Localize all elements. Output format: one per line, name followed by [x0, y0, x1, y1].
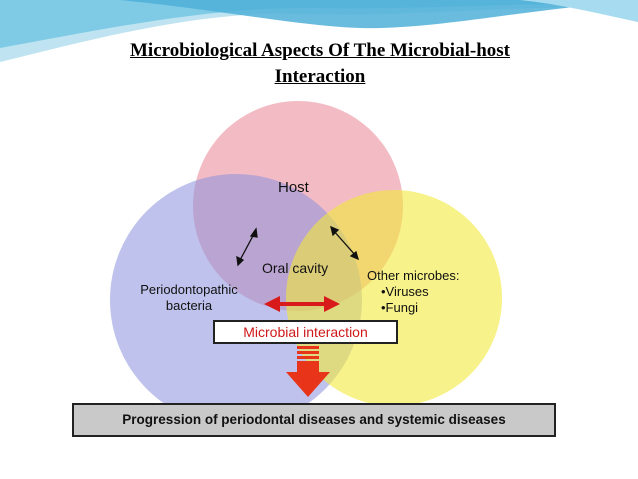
- other-microbes-item: •Fungi: [381, 300, 419, 315]
- host-bacteria-arrow-icon: [236, 227, 258, 267]
- host-microbes-arrow-icon: [330, 225, 360, 261]
- periodontopathic-label: Periodontopathic bacteria: [140, 282, 238, 313]
- title-line-2: Interaction: [274, 66, 366, 87]
- other-microbes-item: •Viruses: [381, 284, 429, 299]
- down-arrow-icon: [286, 346, 330, 397]
- oral-cavity-label: Oral cavity: [262, 260, 329, 276]
- microbes-circle: [286, 190, 502, 406]
- title-line-1: Microbiological Aspects Of The Microbial…: [130, 40, 510, 61]
- other-microbes-heading: Other microbes:: [367, 268, 460, 283]
- outcome-box: Progression of periodontal diseases and …: [72, 403, 556, 437]
- host-label: Host: [278, 179, 309, 196]
- other-microbes-label: Other microbes: •Viruses •Fungi: [367, 268, 459, 316]
- double-headed-arrow-icon: [264, 296, 340, 312]
- microbial-interaction-box: Microbial interaction: [213, 320, 398, 344]
- header-swoosh: [0, 0, 638, 62]
- slide-title: Microbiological Aspects Of The Microbial…: [40, 38, 600, 90]
